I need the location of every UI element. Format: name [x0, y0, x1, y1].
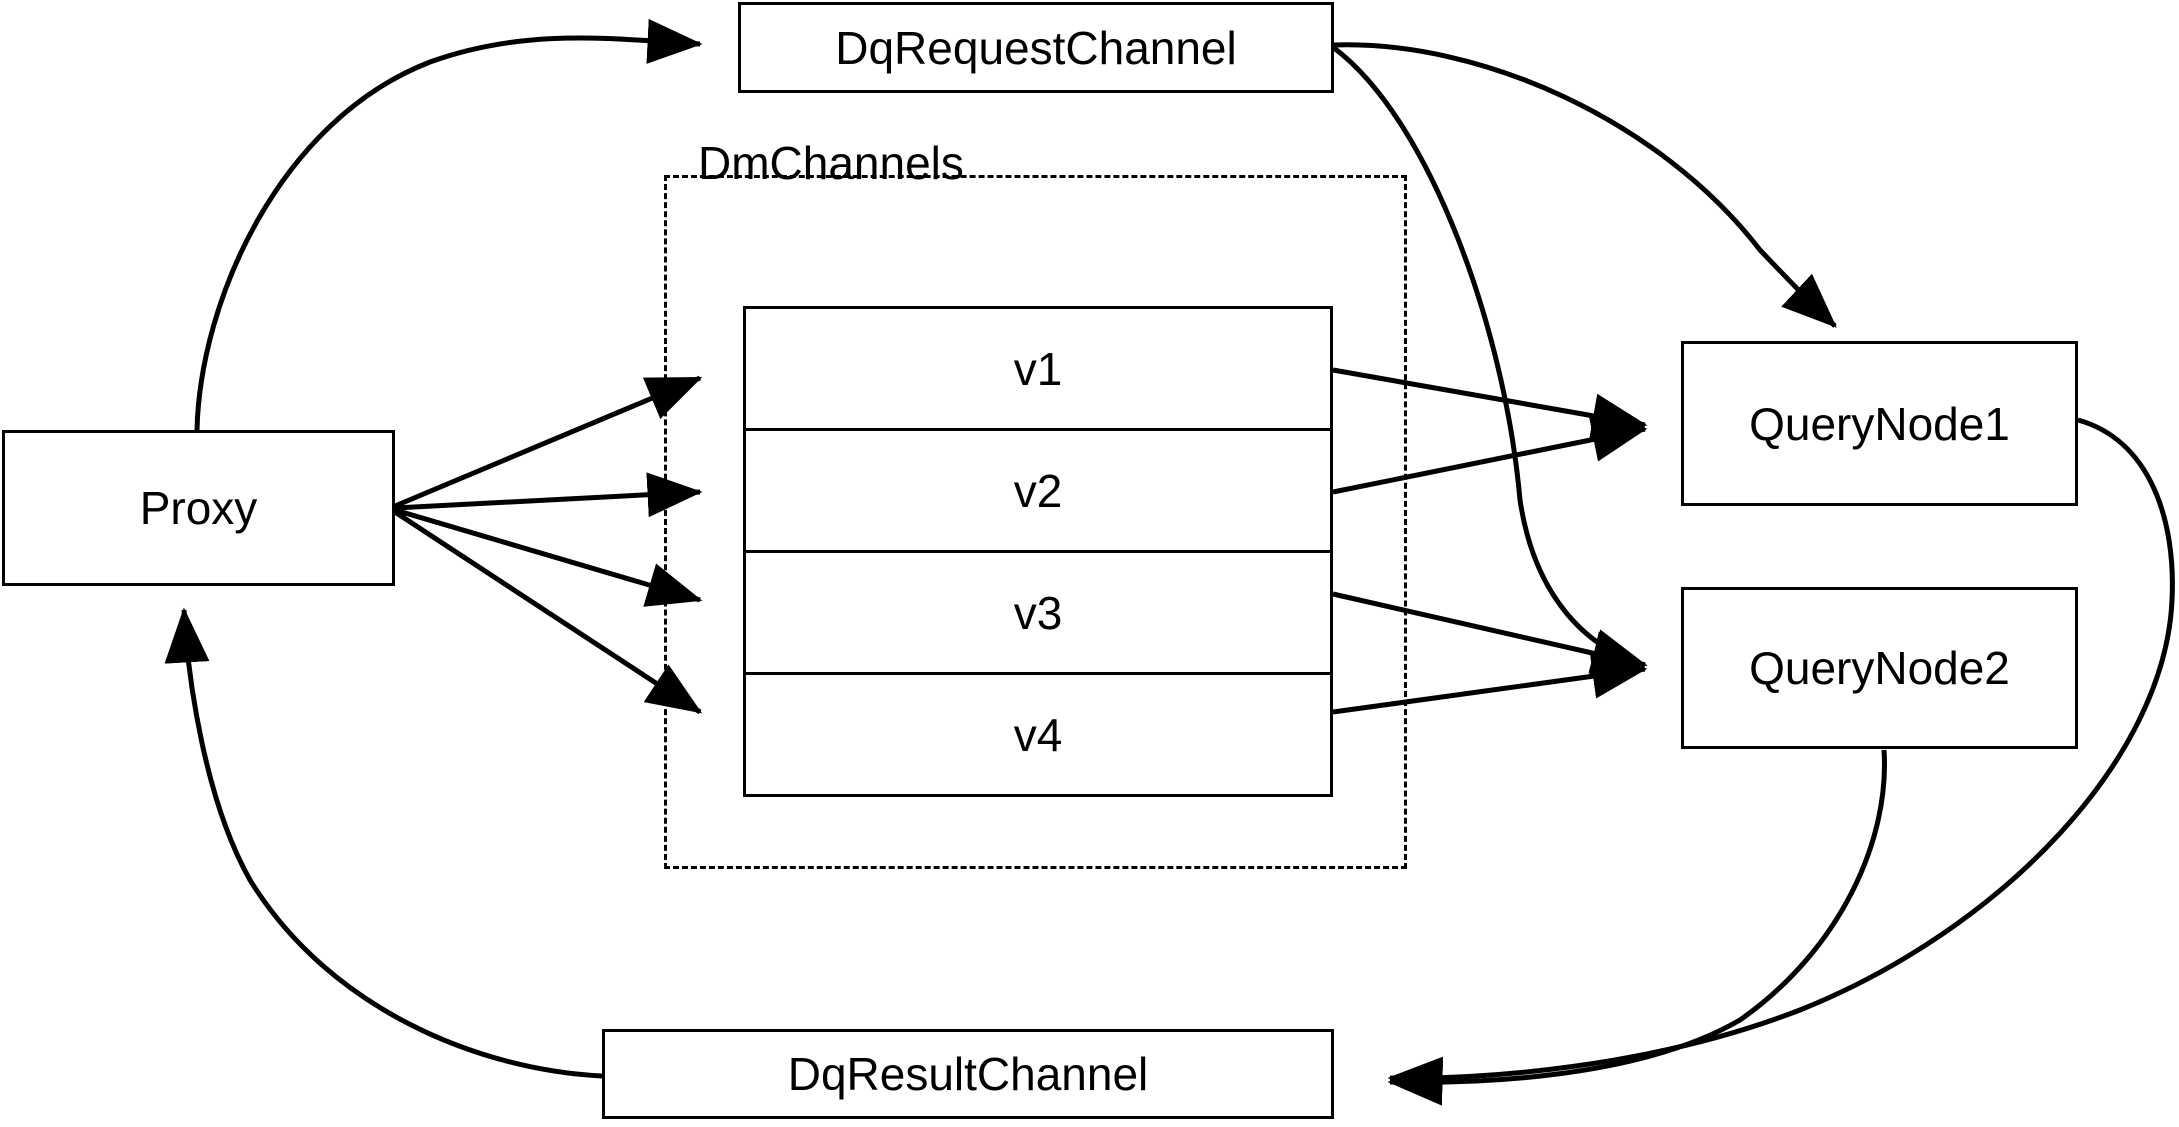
dm-channel-row-v2[interactable]: v2 [746, 431, 1330, 553]
node-dq-result-channel[interactable]: DqResultChannel [602, 1029, 1334, 1119]
edge-v4-to-querynode2 [1332, 653, 1648, 715]
dm-channel-row-v1[interactable]: v1 [746, 309, 1330, 431]
node-query-node-2-label: QueryNode2 [1749, 642, 2010, 694]
node-query-node-2[interactable]: QueryNode2 [1681, 587, 2078, 749]
edge-dqrequestchannel-to-querynode2 [1332, 46, 1648, 673]
dm-channel-stack: v1 v2 v3 v4 [743, 306, 1333, 797]
edge-proxy-to-v3 [394, 507, 703, 607]
edge-proxy-to-v4 [393, 509, 703, 715]
edge-dqrequestchannel-to-querynode1 [1333, 42, 1837, 328]
edge-proxy-to-v1 [394, 375, 703, 509]
dm-channel-row-v4-label: v4 [1013, 708, 1063, 761]
edge-v1-to-querynode1 [1332, 367, 1648, 439]
node-dq-request-channel[interactable]: DqRequestChannel [738, 2, 1334, 93]
dm-channel-row-v2-label: v2 [1013, 464, 1063, 517]
edge-querynode1-to-dqresultchannel [1387, 417, 2175, 1102]
node-query-node-1[interactable]: QueryNode1 [1681, 341, 2078, 506]
edge-querynode2-to-dqresultchannel [1387, 749, 1887, 1106]
edge-proxy-to-v2 [394, 472, 703, 518]
node-query-node-1-label: QueryNode1 [1749, 397, 2010, 450]
node-dq-request-channel-label: DqRequestChannel [835, 21, 1237, 74]
edge-proxy-to-dqrequestchannel [194, 18, 703, 431]
dm-channel-row-v4[interactable]: v4 [746, 675, 1330, 794]
edge-dqresultchannel-to-proxy [164, 607, 603, 1079]
edge-v2-to-querynode1 [1332, 417, 1648, 495]
dm-channel-row-v3-label: v3 [1013, 586, 1063, 639]
dm-channel-row-v3[interactable]: v3 [746, 553, 1330, 675]
dm-channels-group-label: DmChannels [698, 137, 964, 189]
edge-v3-to-querynode2 [1332, 591, 1648, 676]
dm-channel-row-v1-label: v1 [1013, 342, 1063, 395]
node-proxy-label: Proxy [139, 482, 258, 534]
node-dq-result-channel-label: DqResultChannel [787, 1048, 1149, 1100]
dm-channels-group [664, 175, 1407, 869]
node-proxy[interactable]: Proxy [2, 430, 395, 586]
